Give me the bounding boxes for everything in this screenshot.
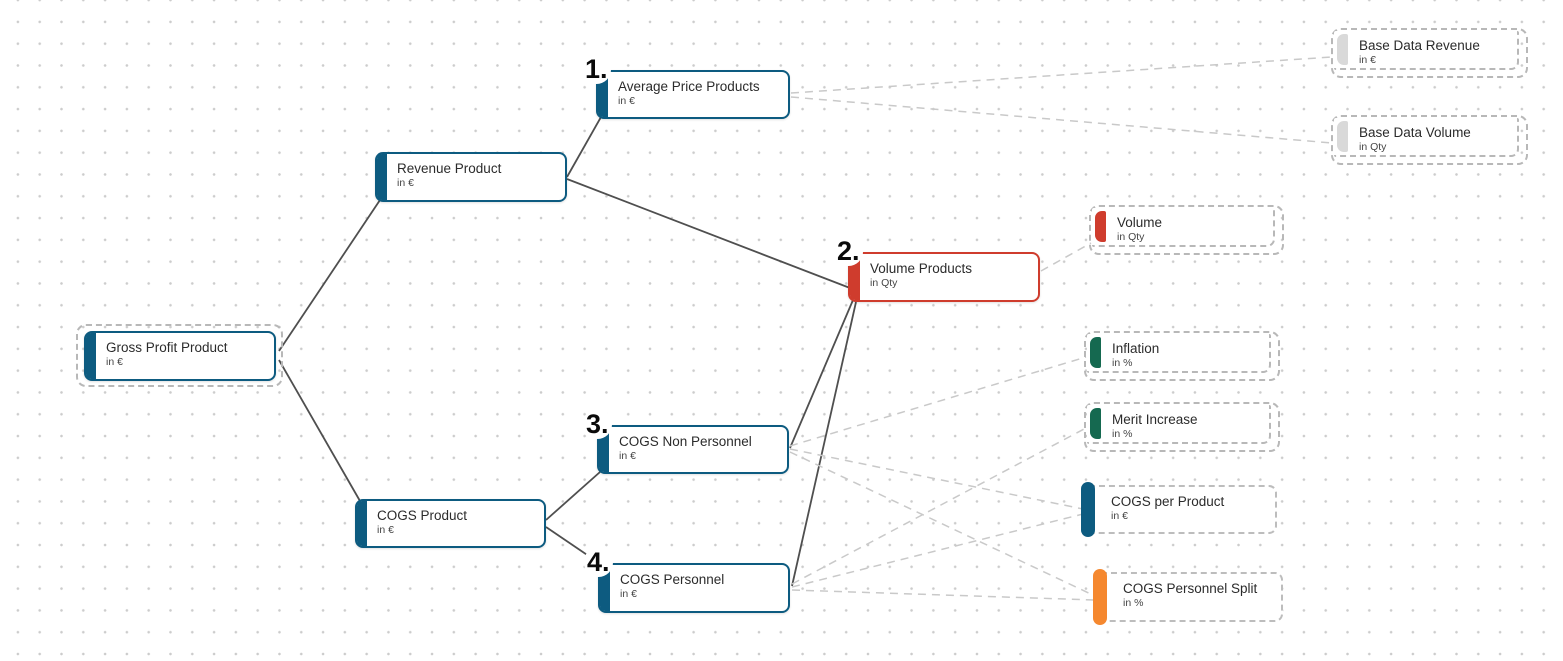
node-unit: in % [1112,357,1133,369]
node-unit: in € [106,356,123,368]
node-unit: in € [377,524,394,536]
node-volume-products[interactable]: 2. Volume Products in Qty [834,236,1040,302]
accent-bar [1337,34,1348,65]
node-cogs-non-personnel[interactable]: 3. COGS Non Personnel in € [583,409,789,474]
node-merit-increase[interactable]: Merit Increase in % [1084,402,1280,452]
node-unit: in € [397,177,414,189]
node-title: Base Data Volume [1359,125,1471,140]
node-title: Gross Profit Product [106,340,228,355]
node-number-badge: 2. [834,236,863,266]
accent-bar [1095,211,1106,242]
node-unit: in % [1112,428,1133,440]
accent-bar [599,427,609,472]
node-volume[interactable]: Volume in Qty [1089,205,1284,255]
node-title: Merit Increase [1112,412,1198,427]
accent-bar [850,254,860,300]
accent-bar [1093,569,1107,625]
node-average-price-products[interactable]: 1. Average Price Products in € [582,54,790,119]
node-unit: in € [619,450,636,462]
node-title: COGS Non Personnel [619,434,752,449]
node-title: Volume Products [870,261,973,276]
accent-bar [357,501,367,546]
node-unit: in € [1359,54,1376,66]
node-number-badge: 3. [583,409,612,439]
node-base-data-revenue[interactable]: Base Data Revenue in € [1331,28,1528,78]
node-cogs-product[interactable]: COGS Product in € [355,499,546,548]
node-cogs-per-product[interactable]: COGS per Product in € [1081,482,1277,537]
stack-card [1087,405,1271,444]
node-title: Inflation [1112,341,1160,356]
node-cogs-personnel[interactable]: 4. COGS Personnel in € [584,547,790,613]
node-title: COGS Product [377,508,468,523]
node-number-badge: 4. [584,547,613,577]
node-unit: in Qty [870,277,898,289]
node-unit: in Qty [1359,141,1387,153]
node-revenue-product[interactable]: Revenue Product in € [375,152,567,202]
accent-bar [598,72,608,117]
node-title: COGS per Product [1111,494,1225,509]
stack-card [1092,208,1275,247]
node-unit: in Qty [1117,231,1145,243]
node-title: Volume [1117,215,1163,230]
stack-card [1087,334,1271,373]
selection-outline [76,324,283,387]
node-gross-profit-product[interactable]: Gross Profit Product in € [84,331,276,381]
accent-bar [1337,121,1348,152]
node-unit: in € [618,95,635,107]
node-title: Base Data Revenue [1359,38,1480,53]
node-unit: in € [1111,510,1128,522]
accent-bar [86,333,96,379]
accent-bar [1090,408,1101,439]
node-inflation[interactable]: Inflation in % [1084,331,1280,381]
node-title: Average Price Products [618,79,760,94]
node-unit: in % [1123,597,1144,609]
accent-bar [377,154,387,200]
node-number-badge: 1. [582,54,611,84]
node-base-data-volume[interactable]: Base Data Volume in Qty [1331,115,1528,165]
node-title: COGS Personnel [620,572,725,587]
accent-bar [1081,482,1095,537]
node-cogs-personnel-split[interactable]: COGS Personnel Split in % [1093,569,1283,625]
node-unit: in € [620,588,637,600]
stack-card [1334,31,1519,70]
accent-bar [1090,337,1101,368]
accent-bar [600,565,610,611]
stack-card [1334,118,1519,157]
node-title: COGS Personnel Split [1123,581,1258,596]
node-title: Revenue Product [397,161,502,176]
